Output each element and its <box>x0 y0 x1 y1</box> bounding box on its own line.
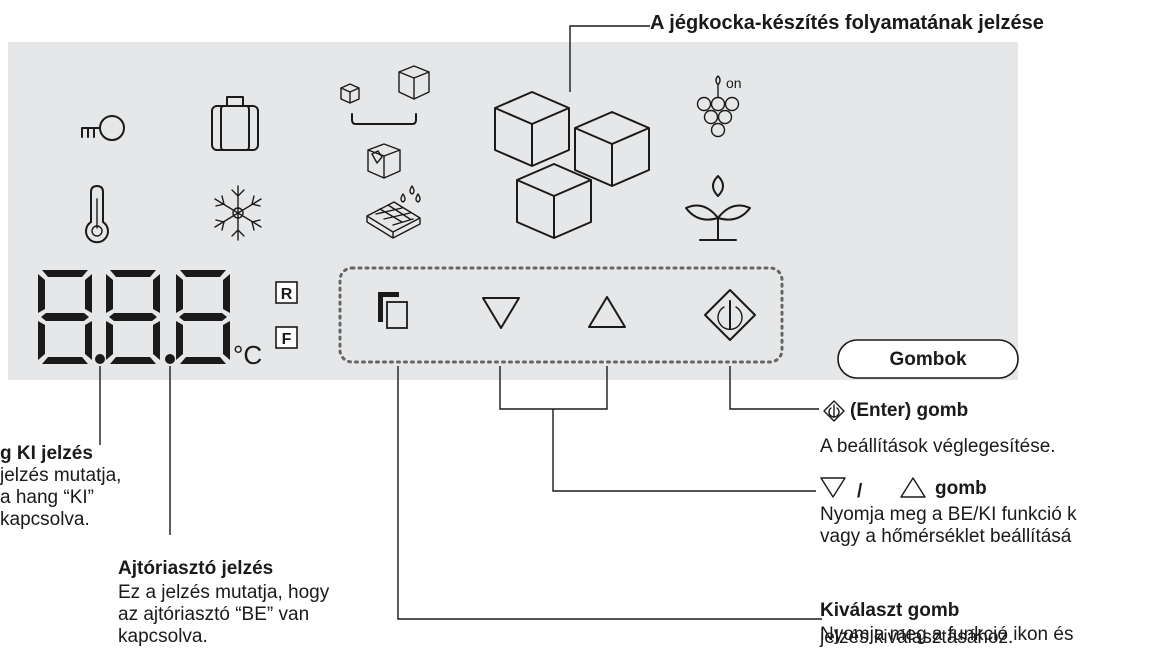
down-inline-icon <box>820 477 846 498</box>
digit-1 <box>38 270 92 364</box>
enter-icon[interactable] <box>704 289 756 341</box>
door-desc-1: Ez a jelzés mutatja, hogy <box>118 582 330 603</box>
enter-inline-icon <box>823 400 845 422</box>
leader-select <box>397 366 822 620</box>
ice-tray-icon <box>366 185 421 239</box>
leader-enter <box>729 366 819 410</box>
up-inline-icon <box>900 477 926 498</box>
suitcase-icon <box>211 96 259 151</box>
ice-cubes-icon <box>494 91 650 239</box>
leader-ice-process <box>569 25 650 92</box>
svg-text:F: F <box>282 331 292 348</box>
sound-desc-3: kapcsolva. <box>0 509 90 530</box>
door-desc-3: kapcsolva. <box>118 626 208 647</box>
key-icon <box>81 115 125 141</box>
grape-icon <box>696 75 740 138</box>
ice-process-label: A jégkocka-készítés folyamatának jelzése <box>650 12 1044 34</box>
digit-3 <box>176 270 230 364</box>
enter-desc: A beállítások véglegesítése. <box>820 436 1056 457</box>
updown-title: gomb <box>935 478 987 499</box>
celsius-label: °C <box>233 340 262 370</box>
grape-on-label: on <box>726 75 742 91</box>
dp-1 <box>95 354 105 364</box>
enter-title: (Enter) gomb <box>850 400 969 421</box>
defrost-ice-icon <box>367 143 401 179</box>
leaf-icon <box>685 175 751 241</box>
select-icon[interactable] <box>378 292 408 329</box>
badge-r: R <box>275 281 298 304</box>
slash-separator: / <box>857 481 863 502</box>
sound-title: g KI jelzés <box>0 443 93 464</box>
updown-desc-1: Nyomja meg a BE/KI funkció k <box>820 504 1077 525</box>
updown-desc-2: vagy a hőmérséklet beállításá <box>820 526 1072 547</box>
select-title: Kiválaszt gomb <box>820 600 960 621</box>
sound-desc-1: jelzés mutatja, <box>0 465 122 486</box>
dp-2 <box>165 354 175 364</box>
door-title: Ajtóriasztó jelzés <box>118 558 274 579</box>
select-desc-1: Nyomja meg a funkció ikon és <box>820 624 1074 645</box>
down-triangle-icon[interactable] <box>482 297 520 329</box>
svg-text:R: R <box>281 286 293 303</box>
sound-desc-2: a hang “KI” <box>0 487 94 508</box>
badge-f: F <box>275 326 298 349</box>
seven-segment-display <box>38 270 230 364</box>
ice-size-icon <box>340 65 430 125</box>
button-group-frame <box>338 266 784 364</box>
digit-2 <box>106 270 160 364</box>
snowflake-icon <box>214 185 262 241</box>
leader-updown <box>499 366 816 492</box>
door-desc-2: az ajtóriasztó “BE” van <box>118 604 310 625</box>
select-desc-2: jelzés kiválasztásához. <box>820 627 1014 648</box>
thermometer-icon <box>85 185 109 244</box>
buttons-pill-frame <box>837 339 1019 379</box>
up-triangle-icon[interactable] <box>588 296 626 328</box>
buttons-pill-label: Gombok <box>889 349 967 370</box>
